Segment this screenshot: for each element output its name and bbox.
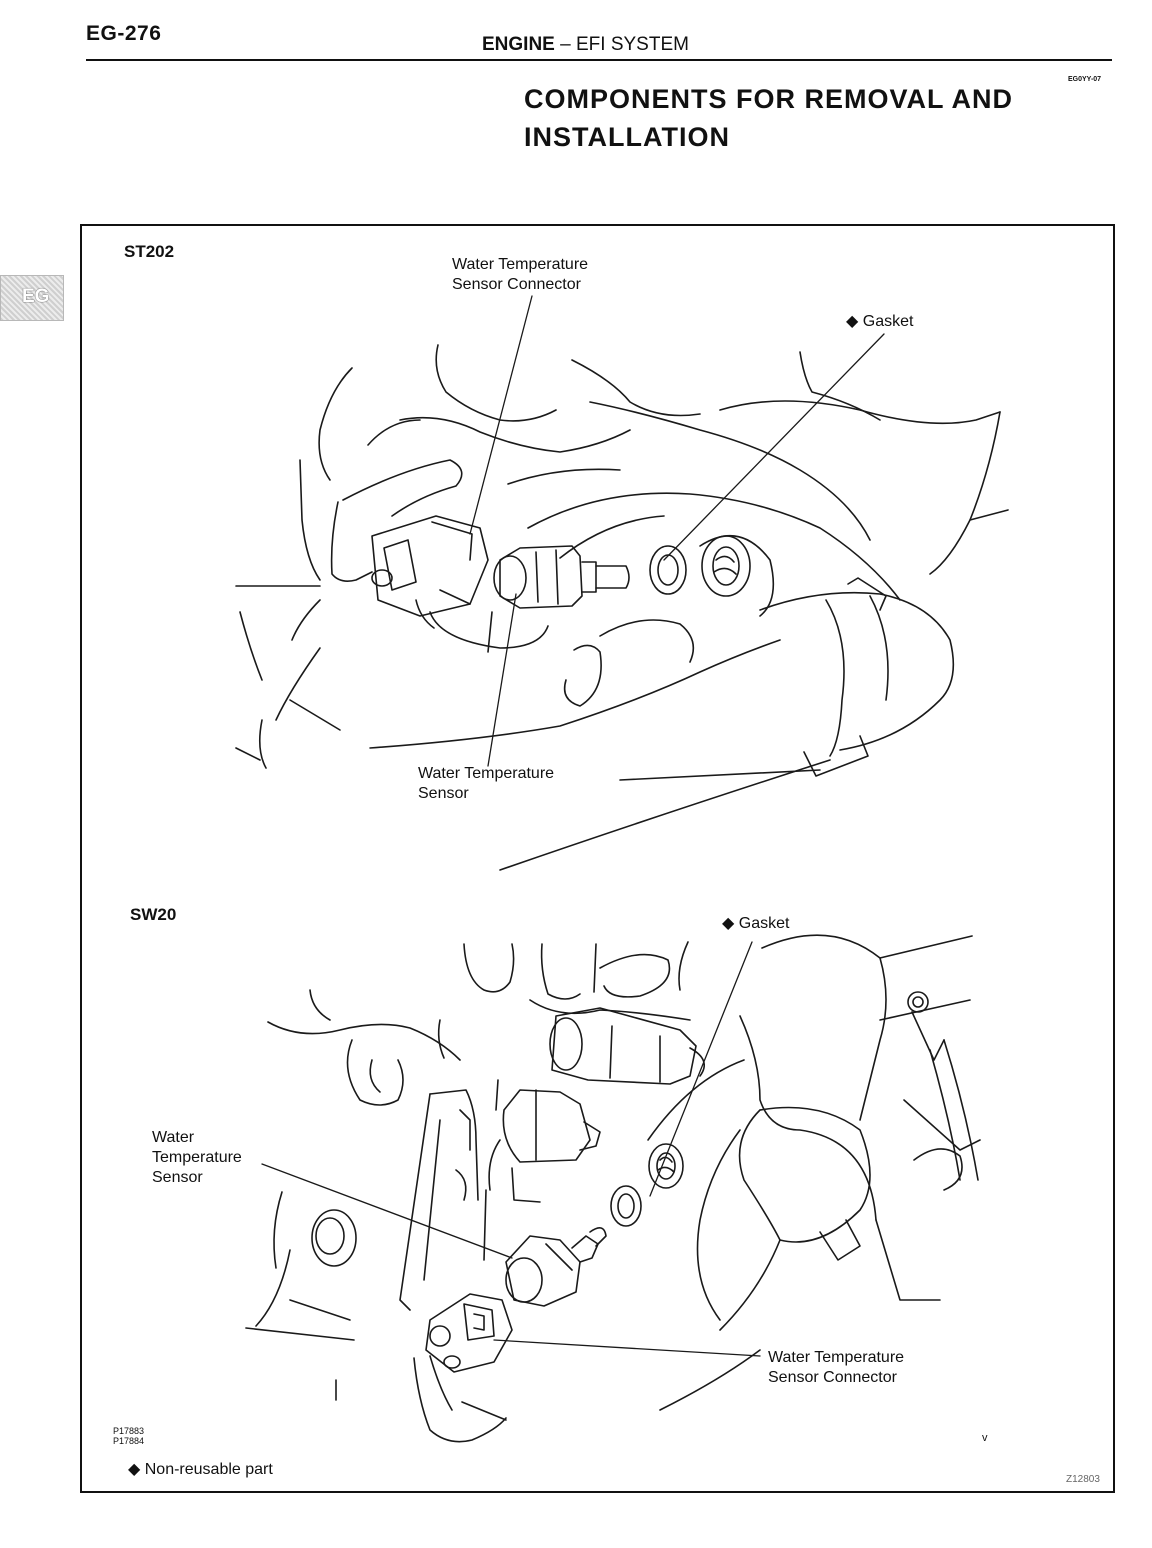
st202-connector-line-2: Sensor Connector <box>452 275 588 295</box>
st202-illustration <box>236 296 1008 870</box>
figure-refs: P17883 P17884 <box>113 1426 144 1446</box>
figure-code: Z12803 <box>1066 1474 1100 1485</box>
sw20-sensor-label: Water Temperature Sensor <box>152 1128 242 1188</box>
sw20-connector-line-2: Sensor Connector <box>768 1368 904 1388</box>
st202-connector-line-1: Water Temperature <box>452 255 588 275</box>
sw20-model-label: SW20 <box>130 905 176 925</box>
st202-sensor-label: Water Temperature Sensor <box>418 764 554 804</box>
legend-non-reusable: ◆ Non-reusable part <box>128 1460 273 1480</box>
st202-gasket-label: ◆ Gasket <box>846 312 913 332</box>
sw20-sensor-line-3: Sensor <box>152 1168 242 1188</box>
st202-sensor-line-2: Sensor <box>418 784 554 804</box>
sw20-connector-label: Water Temperature Sensor Connector <box>768 1348 904 1388</box>
st202-model-label: ST202 <box>124 242 174 262</box>
sw20-sensor-line-2: Temperature <box>152 1148 242 1168</box>
figure-ref-2: P17884 <box>113 1436 144 1446</box>
sw20-sensor-line-1: Water <box>152 1128 242 1148</box>
st202-sensor-line-1: Water Temperature <box>418 764 554 784</box>
figure-ref-1: P17883 <box>113 1426 144 1436</box>
st202-connector-label: Water Temperature Sensor Connector <box>452 255 588 295</box>
sw20-connector-line-1: Water Temperature <box>768 1348 904 1368</box>
figure-mark: v <box>982 1432 988 1444</box>
sw20-gasket-label: ◆ Gasket <box>722 914 789 934</box>
